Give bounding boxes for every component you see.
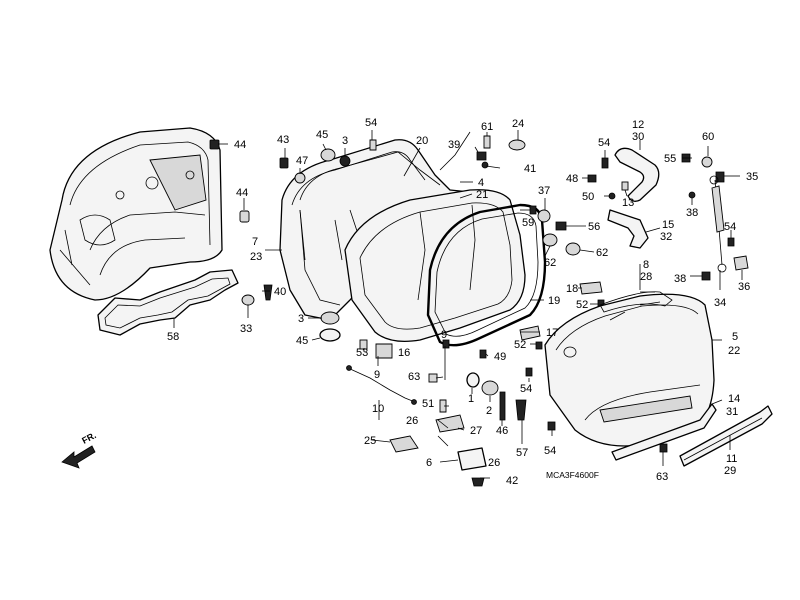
- callout-20: 20: [416, 135, 428, 147]
- fastener-group: [241, 135, 749, 487]
- callout-27: 27: [470, 425, 482, 437]
- callout-8: 8: [643, 259, 649, 271]
- callout-13: 13: [622, 197, 634, 209]
- case-gasket-20: [299, 151, 441, 261]
- front-direction-label: FR.: [80, 430, 97, 446]
- callout-10: 10: [372, 403, 384, 415]
- callout-62-right: 62: [596, 247, 608, 259]
- callouts: 44 44 7 23 40 33 58 43 47 45 3 54 20 39 …: [167, 117, 758, 487]
- callout-54-upper-right: 54: [598, 137, 610, 149]
- front-direction-arrow: FR.: [61, 430, 98, 469]
- callout-9-center: 9: [441, 329, 447, 341]
- callout-11: 11: [726, 453, 737, 465]
- callout-62-left: 62: [544, 257, 556, 269]
- callout-44-top: 44: [234, 139, 246, 151]
- callout-45-mid: 45: [296, 335, 308, 347]
- callout-26-left: 26: [406, 415, 418, 427]
- callout-61: 61: [481, 121, 493, 133]
- callout-34: 34: [714, 297, 726, 309]
- callout-63-bottom: 63: [656, 471, 668, 483]
- callout-26-right: 26: [488, 457, 500, 469]
- callout-45-top: 45: [316, 129, 328, 141]
- callout-51: 51: [422, 398, 434, 410]
- grommet-44: [209, 139, 250, 223]
- callout-52-lower: 52: [514, 339, 526, 351]
- callout-4: 4: [478, 177, 484, 189]
- callout-16: 16: [398, 347, 410, 359]
- lid-trim-strip: [679, 405, 773, 467]
- callout-43: 43: [277, 134, 289, 146]
- callout-42: 42: [506, 475, 518, 487]
- callout-39: 39: [448, 139, 460, 151]
- case-outer-frame: [344, 189, 526, 343]
- callout-23: 23: [250, 251, 262, 263]
- callout-3-mid: 3: [298, 313, 304, 325]
- callout-21: 21: [476, 189, 488, 201]
- bottom-mat: [97, 269, 239, 336]
- callout-55: 55: [664, 153, 676, 165]
- callout-32: 32: [660, 231, 672, 243]
- callout-54-bottom: 54: [544, 445, 556, 457]
- callout-37: 37: [538, 185, 550, 197]
- callout-14: 14: [728, 393, 740, 405]
- callout-1: 1: [468, 393, 474, 405]
- callout-59: 59: [522, 217, 534, 229]
- callout-35: 35: [746, 171, 758, 183]
- callout-48: 48: [566, 173, 578, 185]
- saddlebag-inner-case-left: [49, 127, 223, 301]
- callout-60: 60: [702, 131, 714, 143]
- callout-31: 31: [726, 406, 738, 418]
- callout-6: 6: [426, 457, 432, 469]
- callout-9-left: 9: [374, 369, 380, 381]
- callout-19: 19: [548, 295, 560, 307]
- callout-63-mid: 63: [408, 371, 420, 383]
- callout-17: 17: [546, 327, 558, 339]
- callout-33: 33: [240, 323, 252, 335]
- callout-18: 18: [566, 283, 578, 295]
- callout-3-top: 3: [342, 135, 348, 147]
- saddlebag-lid: [544, 293, 715, 447]
- callout-57: 57: [516, 447, 528, 459]
- callout-12: 12: [632, 119, 644, 131]
- lid-stay-damper: [709, 175, 727, 273]
- callout-38-bottom: 38: [674, 273, 686, 285]
- diagram-code: MCA3F4600F: [546, 470, 599, 480]
- latch-bracket: [607, 209, 649, 249]
- callout-36: 36: [738, 281, 750, 293]
- callout-56: 56: [588, 221, 600, 233]
- callout-54-right: 54: [724, 221, 736, 233]
- callout-38-top: 38: [686, 207, 698, 219]
- callout-54-mid: 54: [520, 383, 532, 395]
- callout-46: 46: [496, 425, 508, 437]
- lid-molding: [611, 403, 717, 461]
- callout-54-top: 54: [365, 117, 377, 129]
- callout-58: 58: [167, 331, 179, 343]
- callout-24: 24: [512, 118, 524, 130]
- callout-53: 53: [356, 347, 368, 359]
- lid-seal-8: [599, 291, 673, 313]
- callout-29: 29: [724, 465, 736, 477]
- leader-lines: [173, 130, 743, 479]
- callout-44-mid: 44: [236, 187, 248, 199]
- callout-50: 50: [582, 191, 594, 203]
- callout-15: 15: [662, 219, 674, 231]
- callout-5: 5: [732, 331, 738, 343]
- callout-49: 49: [494, 351, 506, 363]
- callout-25: 25: [364, 435, 376, 447]
- callout-2: 2: [486, 405, 492, 417]
- callout-47: 47: [296, 155, 308, 167]
- callout-30: 30: [632, 131, 644, 143]
- carry-handle: [614, 147, 660, 202]
- callout-7: 7: [252, 236, 258, 248]
- callout-52-upper: 52: [576, 299, 588, 311]
- callout-40: 40: [274, 286, 286, 298]
- callout-22: 22: [728, 345, 740, 357]
- callout-41: 41: [524, 163, 536, 175]
- callout-28: 28: [640, 271, 652, 283]
